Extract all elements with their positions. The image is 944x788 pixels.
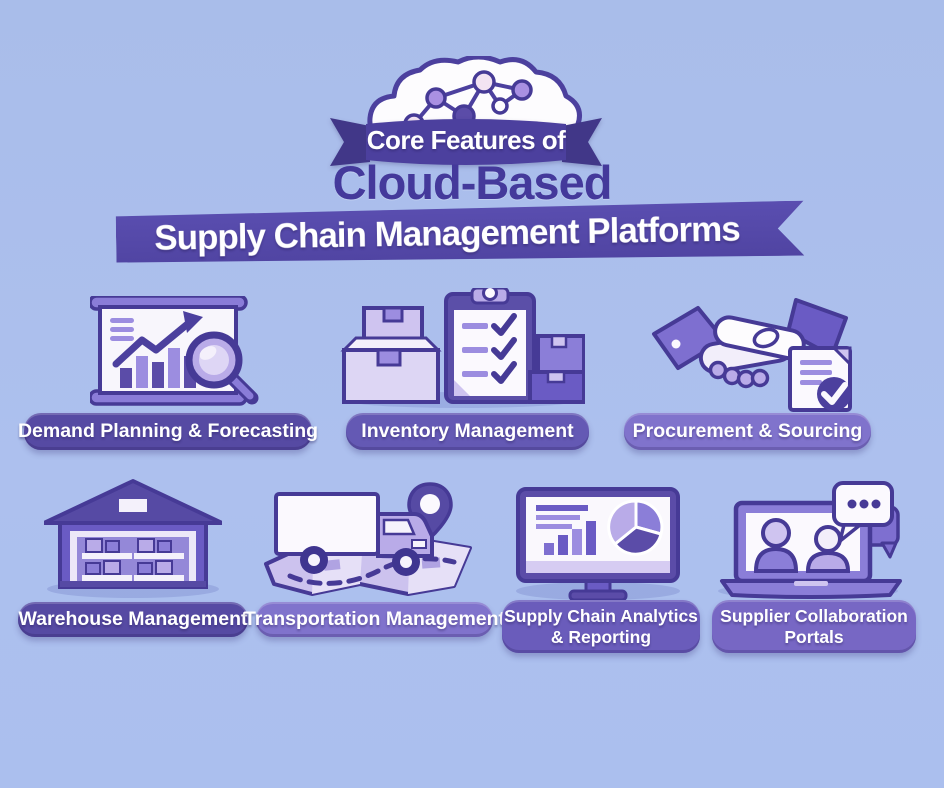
monitor-analytics-icon bbox=[514, 487, 682, 607]
laptop-collaboration-icon bbox=[714, 477, 908, 606]
feature-label-demand-planning: Demand Planning & Forecasting bbox=[18, 413, 318, 450]
feature-label-warehouse: Warehouse Management bbox=[18, 602, 248, 637]
truck-map-pin-icon bbox=[262, 478, 474, 607]
banner-supply-chain: Supply Chain Management Platforms bbox=[116, 201, 805, 267]
feature-label-transportation: Transportation Management bbox=[244, 602, 505, 637]
banner-label: Supply Chain Management Platforms bbox=[154, 209, 740, 258]
warehouse-icon bbox=[42, 477, 224, 604]
ribbon-label: Core Features of bbox=[366, 124, 566, 155]
feature-label-procurement: Procurement & Sourcing bbox=[624, 413, 871, 450]
boxes-checklist-icon bbox=[340, 285, 586, 413]
page-title: Cloud-Based bbox=[332, 156, 613, 209]
bar-chart-magnifier-icon bbox=[88, 294, 272, 413]
feature-label-inventory: Inventory Management bbox=[346, 413, 589, 450]
ribbon-core-features: Core Features of bbox=[330, 114, 602, 166]
ribbon-shape bbox=[330, 118, 602, 166]
handshake-contract-icon bbox=[648, 298, 863, 417]
feature-label-supplier-portals: Supplier Collaboration Portals bbox=[712, 600, 916, 653]
feature-label-analytics: Supply Chain Analytics & Reporting bbox=[502, 600, 700, 653]
